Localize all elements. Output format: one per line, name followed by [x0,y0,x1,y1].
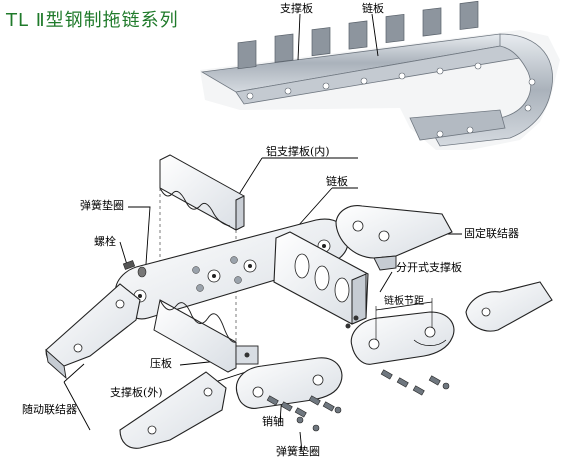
split-support-plate-part [273,231,369,343]
label-press-plate: 压板 [150,357,172,370]
page-title: TL Ⅱ型钢制拖链系列 [6,10,179,31]
label-spring-washer-bottom: 弹簧垫圈 [276,445,320,458]
bolt-and-washer-part [122,260,147,278]
label-fixed-connector: 固定联结器 [464,227,519,240]
assembled-chain-photo [200,0,560,150]
fixed-connector-lower-part [465,281,553,332]
lower-chain-plate-part [236,357,343,409]
label-bolt: 螺栓 [94,235,116,248]
fixed-connector-upper-part [335,205,453,271]
label-support-plate-top: 支撑板 [280,2,313,15]
label-split-support-plate: 分开式支撑板 [396,261,462,274]
label-spring-washer-top: 弹簧垫圈 [80,199,124,212]
outer-support-plate-part [153,299,259,373]
label-chain-plate: 链板 [326,175,348,188]
label-pin-shaft: 销轴 [262,415,284,428]
pins-and-washers [266,369,450,432]
label-chain-pitch: 链板节距 [384,296,424,307]
moving-connector-left-part [45,283,141,380]
label-chain-plate-top: 链板 [362,2,384,15]
moving-connector-bottom-part [119,371,227,449]
label-aluminum-inner-support: 铝支撑板(内) [266,145,330,158]
outer-chain-plate-part [350,298,455,365]
label-moving-connector: 随动联结器 [22,403,77,416]
label-support-plate-outer: 支撑板(外) [110,386,163,399]
